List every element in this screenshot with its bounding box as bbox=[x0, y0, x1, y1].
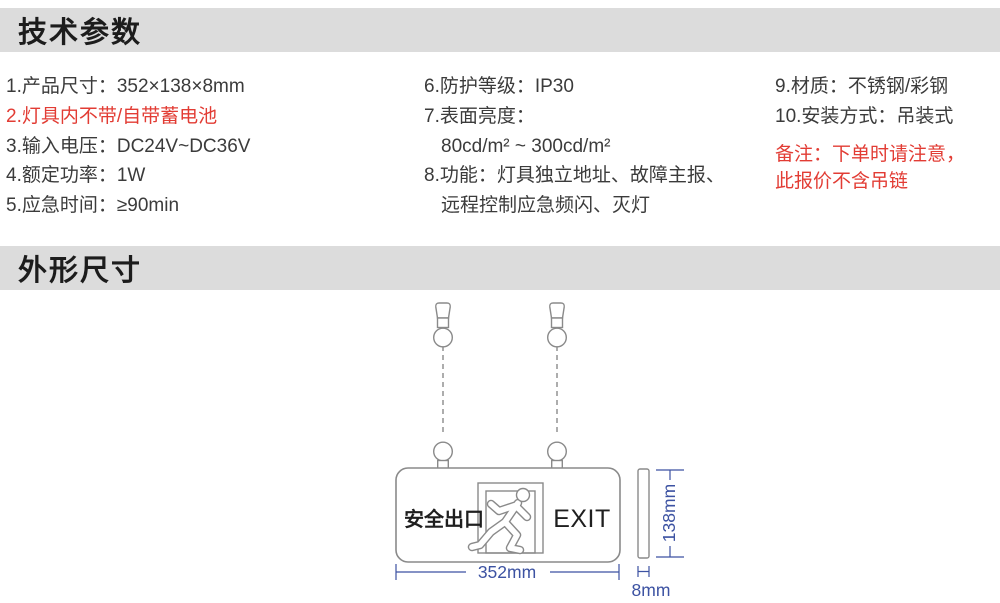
spec-item-10: 10.安装方式：吊装式 bbox=[775, 105, 954, 127]
running-man-exit-icon bbox=[467, 482, 544, 555]
note-line-1: 备注：下单时请注意， bbox=[775, 143, 966, 165]
section-header-outline-dims: 外形尺寸 bbox=[0, 246, 1000, 290]
exit-sign-side-view bbox=[637, 468, 650, 559]
spec-item-7-value: 80cd/m² ~ 300cd/m² bbox=[441, 135, 611, 157]
section-header-tech-params: 技术参数 bbox=[0, 8, 1000, 52]
spec-item-7: 7.表面亮度： bbox=[424, 105, 535, 127]
hanging-chain-right bbox=[547, 302, 567, 470]
section-title: 技术参数 bbox=[18, 17, 143, 49]
spec-column-2: 6.防护等级：IP30 7.表面亮度： 80cd/m² ~ 300cd/m² 8… bbox=[424, 72, 725, 221]
dimension-annotations bbox=[395, 469, 684, 580]
spec-item-2: 2.灯具内不带/自带蓄电池 bbox=[6, 105, 218, 127]
dim-depth-label: 8mm bbox=[632, 580, 671, 600]
spec-item-5: 5.应急时间：≥90min bbox=[6, 195, 180, 217]
spec-item-8: 8.功能：灯具独立地址、故障主报、 bbox=[424, 165, 725, 187]
dimension-drawing: 安全出口 EXIT 352mm 138mm 8mm bbox=[395, 302, 684, 600]
sign-label-cn: 安全出口 bbox=[404, 507, 484, 531]
spec-item-4: 4.额定功率：1W bbox=[6, 165, 146, 187]
spec-item-6: 6.防护等级：IP30 bbox=[424, 76, 574, 97]
sign-label-en: EXIT bbox=[553, 505, 611, 533]
section-title: 外形尺寸 bbox=[18, 255, 143, 287]
spec-item-9: 9.材质：不锈钢/彩钢 bbox=[775, 76, 949, 97]
note-line-2: 此报价不含吊链 bbox=[775, 170, 909, 192]
spec-item-1: 1.产品尺寸：352×138×8mm bbox=[6, 76, 245, 97]
hanging-chain-left bbox=[433, 302, 453, 470]
spec-column-3: 9.材质：不锈钢/彩钢 10.安装方式：吊装式 备注：下单时请注意， 此报价不含… bbox=[775, 72, 965, 195]
exit-sign-front: 安全出口 EXIT bbox=[395, 467, 621, 563]
spec-column-1: 1.产品尺寸：352×138×8mm 2.灯具内不带/自带蓄电池 3.输入电压：… bbox=[6, 72, 250, 221]
order-note: 备注：下单时请注意， 此报价不含吊链 bbox=[775, 141, 965, 195]
dim-height-label: 138mm bbox=[659, 484, 679, 542]
spec-item-8-cont: 远程控制应急频闪、灭灯 bbox=[441, 195, 651, 217]
spec-item-3: 3.输入电压：DC24V~DC36V bbox=[6, 135, 251, 157]
dim-width-label: 352mm bbox=[478, 562, 536, 582]
